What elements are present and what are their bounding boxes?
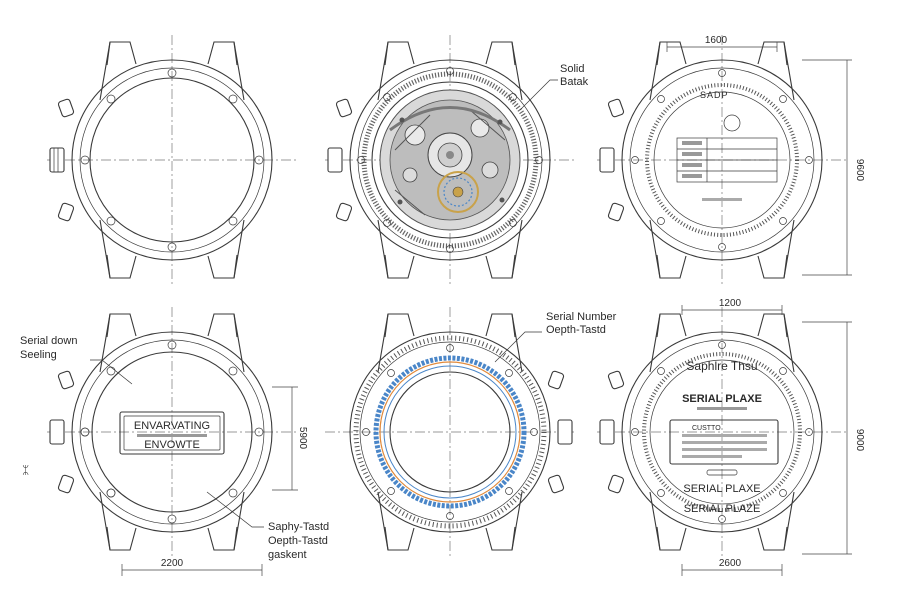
callout-seeling: Seeling [20, 349, 57, 361]
callout-oepth: Oepth-Tastd [268, 535, 328, 547]
ring-engraving: Saphlre Thsu [686, 359, 757, 373]
dim-right-label: 9000 [854, 429, 865, 452]
view-plate-back: ENVARVATING ENVOWTE Serial down Seeling … [20, 307, 329, 576]
screws [631, 69, 813, 251]
dim-top-label: 1200 [719, 298, 742, 309]
left-glyph: ᛯ [22, 463, 29, 477]
serial-plaque: CUSTTO [669, 419, 779, 465]
dim-right-label: 9600 [854, 159, 865, 182]
plate-line-2: ENVOWTE [144, 439, 200, 451]
dim-right-label: 5900 [297, 427, 308, 450]
view-exhibition-back: Solid Batak [325, 35, 589, 285]
screws [80, 68, 264, 252]
view-case-front-plain [47, 35, 297, 285]
lower-label-2: SERIAL PLAZE [684, 503, 761, 515]
dim-bottom-label: 2200 [161, 558, 184, 569]
view-gasket: Serial Number Oepth-Tastd [325, 307, 617, 557]
view-engraved-back: SADP 1600 9600 [597, 35, 865, 285]
dim-top-label: 1600 [705, 35, 728, 46]
callout-oepth-tastd: Oepth-Tastd [546, 324, 606, 336]
engraved-plate: ENVARVATING ENVOWTE [119, 411, 225, 455]
callout-solid: Solid [560, 63, 584, 75]
callout-serial-number: Serial Number [546, 311, 617, 323]
plate-sub: CUSTTO [692, 425, 721, 432]
view-serial-plaque-back: Saphlre Thsu SERIAL PLAXE CUSTTO SERIAL … [597, 298, 865, 576]
balance-wheel [437, 171, 479, 213]
dim-bottom-label: 2600 [719, 558, 742, 569]
plate-line-1: ENVARVATING [134, 420, 210, 432]
movement-illustration [379, 89, 521, 231]
callout-batak: Batak [560, 76, 589, 88]
screws [631, 341, 813, 523]
screws [362, 344, 538, 520]
screws [357, 67, 543, 253]
callout-gaskent: gaskent [268, 549, 307, 561]
engraved-table [676, 137, 778, 183]
callout-saphy: Saphy-Tastd [268, 521, 329, 533]
ring-engraving: SADP [700, 90, 729, 100]
gasket-ring [373, 355, 527, 509]
callout-serial-down: Serial down [20, 335, 77, 347]
lower-label-1: SERIAL PLAXE [683, 483, 760, 495]
plate-title: SERIAL PLAXE [682, 393, 762, 405]
